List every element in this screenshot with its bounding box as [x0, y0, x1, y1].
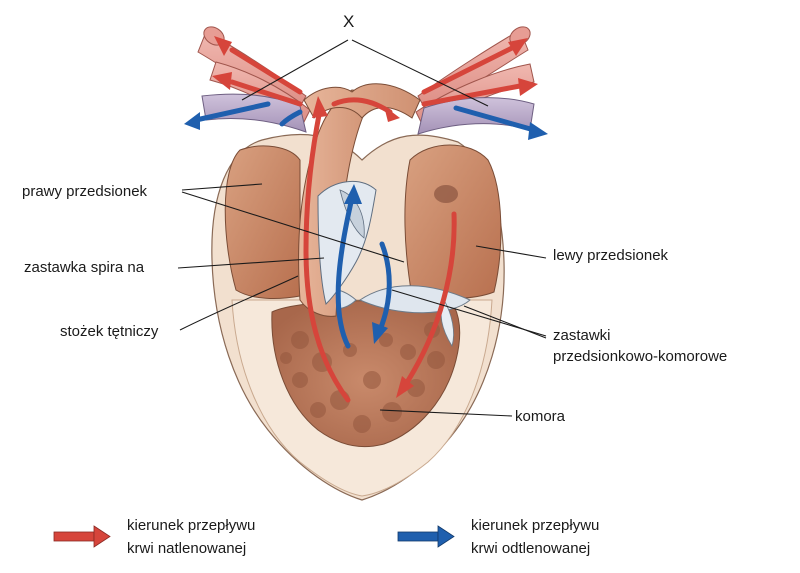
- label-av-valves-line2: przedsionkowo-komorowe: [553, 348, 728, 365]
- legend-oxygenated-line1: kierunek przepływu: [127, 517, 256, 534]
- spiral-valve-shape: [317, 180, 377, 305]
- leader-av-2: [463, 305, 547, 339]
- label-av-valves-line1: zastawki: [553, 327, 611, 344]
- legend-arrow-oxygenated-icon: [53, 525, 111, 548]
- leader-conus: [179, 275, 299, 331]
- label-right-atrium: prawy przedsionek: [22, 183, 148, 200]
- leader-x-right: [351, 39, 489, 107]
- pulmonary-vein-opening: [434, 185, 458, 203]
- flow-arrows-oxygenated: [229, 45, 523, 403]
- flow-arrows-deoxygenated: [193, 101, 537, 349]
- label-spiral-valve: zastawka spira na: [24, 259, 145, 276]
- legend-oxygenated-line2: krwi natlenowanej: [127, 540, 247, 557]
- leader-left-atrium: [475, 245, 547, 259]
- label-ventricle: komora: [515, 408, 566, 425]
- label-left-atrium: lewy przedsionek: [553, 247, 669, 264]
- flow-arrowheads-deoxygenated: [184, 112, 548, 344]
- leader-ventricle: [379, 409, 513, 417]
- leader-right-atrium-2: [181, 191, 405, 263]
- leader-right-atrium-1: [181, 183, 263, 191]
- legend-deoxygenated-line1: kierunek przepływu: [471, 517, 600, 534]
- label-x: X: [343, 12, 355, 31]
- leader-lines: [177, 39, 547, 417]
- flow-arrowheads-oxygenated: [212, 36, 538, 398]
- leader-spiral-valve: [177, 257, 325, 269]
- legend-deoxygenated-line2: krwi odtlenowanej: [471, 540, 591, 557]
- label-conus-arteriosus: stożek tętniczy: [60, 323, 159, 340]
- right-atrium: [224, 145, 301, 299]
- legend-arrow-deoxygenated-icon: [397, 525, 455, 548]
- leader-x-left: [241, 39, 349, 101]
